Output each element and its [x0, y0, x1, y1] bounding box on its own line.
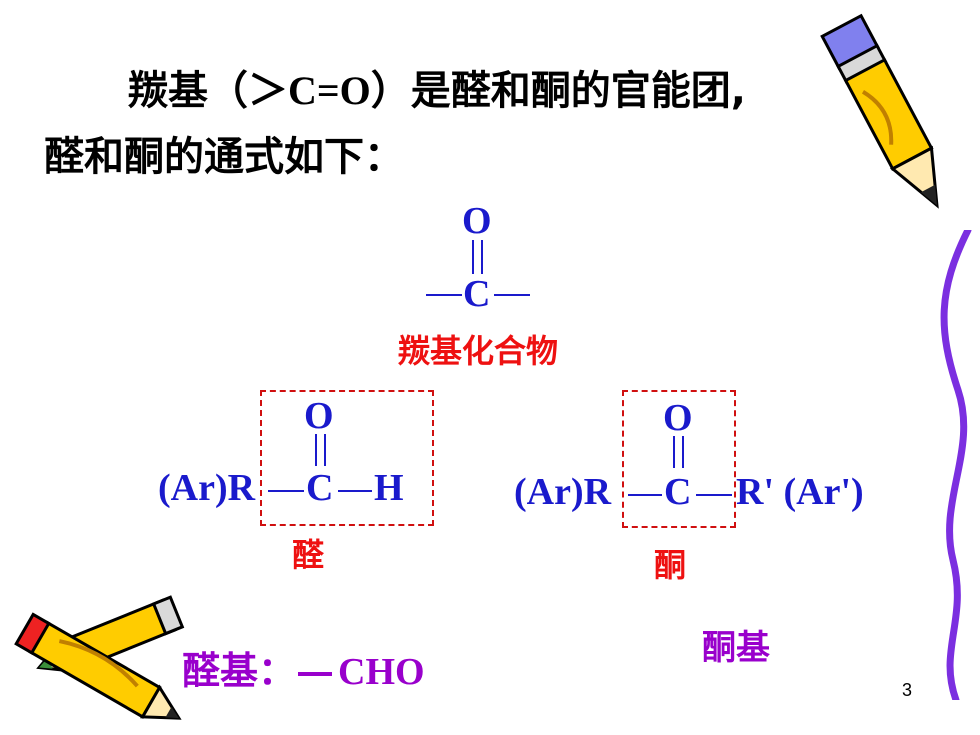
aldehyde-hydrogen: H [374, 467, 404, 509]
aldehyde-oxygen: O [304, 395, 334, 437]
ketone-r-prime-group: R' (Ar') [736, 471, 864, 513]
title-formula: C=O [288, 68, 371, 113]
ketone-carbonyl-box [622, 390, 736, 528]
aldehyde-carbon: C [306, 467, 334, 509]
aldehyde-group-dash [298, 671, 333, 676]
wavy-border [940, 230, 972, 700]
ketone-r-group: (Ar)R [514, 471, 612, 513]
ketone-double-bond-2 [682, 436, 684, 468]
title-line-1-prefix: 羰基（ [128, 68, 248, 114]
ketone-group-label: 酮基 [702, 628, 770, 668]
ketone-label: 酮 [654, 546, 687, 584]
title-gt-sign: ＞ [248, 68, 288, 114]
aldehyde-left-bond [268, 490, 304, 492]
aldehyde-double-bond-2 [324, 434, 326, 466]
ketone-oxygen: O [663, 397, 693, 439]
ketone-double-bond-1 [673, 436, 675, 468]
title-line-2: 醛和酮的通式如下： [44, 134, 404, 180]
carbonyl-compound-label: 羰基化合物 [398, 332, 559, 370]
page-number: 3 [902, 680, 913, 700]
pencil-icon [820, 13, 939, 209]
ketone-right-bond [696, 494, 732, 496]
aldehyde-right-bond [338, 490, 372, 492]
aldehyde-carbonyl-box [260, 390, 434, 526]
carbonyl-oxygen: O [462, 200, 492, 242]
aldehyde-label: 醛 [292, 536, 325, 574]
aldehyde-group: 醛基： CHO [182, 640, 425, 695]
carbonyl-carbon: C [463, 273, 491, 315]
aldehyde-group-label: 醛基： [182, 649, 297, 693]
ketone-carbon: C [664, 471, 692, 513]
crossed-pencils-icon [14, 595, 185, 720]
ketone-left-bond [628, 494, 662, 496]
carbonyl-double-bond-2 [481, 240, 483, 274]
carbonyl-left-bond [426, 294, 462, 296]
aldehyde-double-bond-1 [315, 434, 317, 466]
title-line-1: 羰基（＞C=O）是醛和酮的官能团, [128, 58, 746, 116]
aldehyde-group-formula: CHO [338, 651, 425, 693]
title-line-1-suffix: ）是醛和酮的官能团, [370, 68, 746, 114]
carbonyl-double-bond-1 [472, 240, 474, 274]
carbonyl-right-bond [494, 294, 530, 296]
aldehyde-r-group: (Ar)R [158, 467, 256, 509]
